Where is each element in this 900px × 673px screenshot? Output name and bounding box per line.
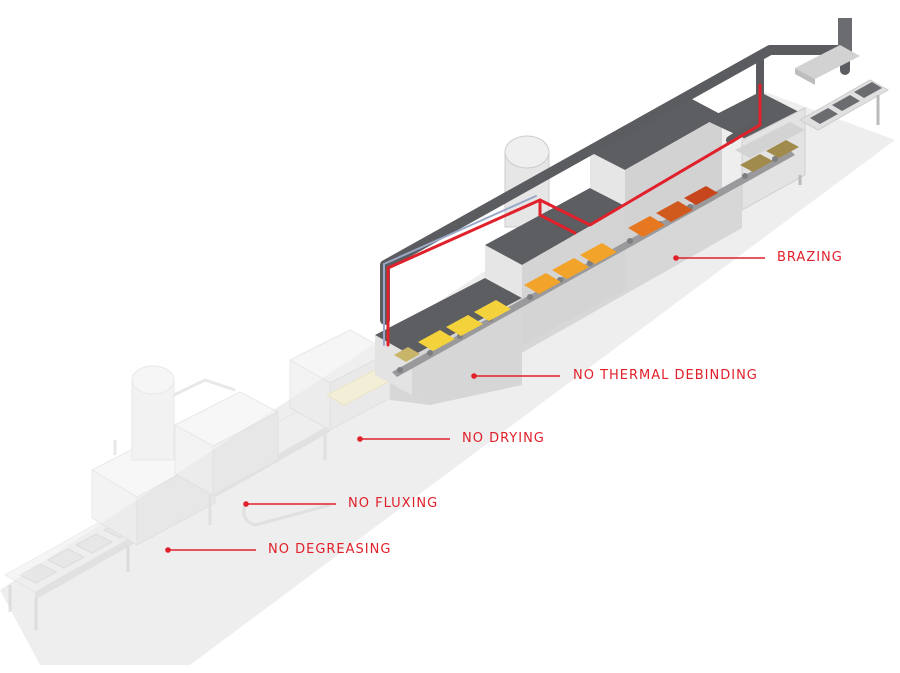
label-no-degreasing: NO DEGREASING [268, 542, 392, 557]
label-brazing: BRAZING [777, 250, 843, 265]
fluxing-dot [243, 501, 249, 507]
label-no-thermal-debinding: NO THERMAL DEBINDING [573, 368, 758, 383]
parts-trays [394, 140, 799, 362]
brazing-dot [673, 255, 679, 261]
thermal-debinding-dot [471, 373, 477, 379]
main-furnace [375, 18, 890, 405]
callout-lines [168, 257, 765, 551]
label-no-fluxing: NO FLUXING [348, 496, 439, 511]
degreasing-dot [165, 547, 171, 553]
callout-dots [165, 255, 679, 553]
fluxing-unit [173, 391, 331, 527]
exhaust-hood [795, 18, 860, 85]
degreasing-tank [113, 365, 236, 461]
chamber-brazing-zone-2 [590, 98, 722, 250]
drying-dot [357, 436, 363, 442]
exit-conveyor [798, 79, 890, 185]
label-no-drying: NO DRYING [462, 431, 545, 446]
chamber-debinding-zone [375, 245, 522, 405]
skipped-process-section [3, 329, 394, 630]
